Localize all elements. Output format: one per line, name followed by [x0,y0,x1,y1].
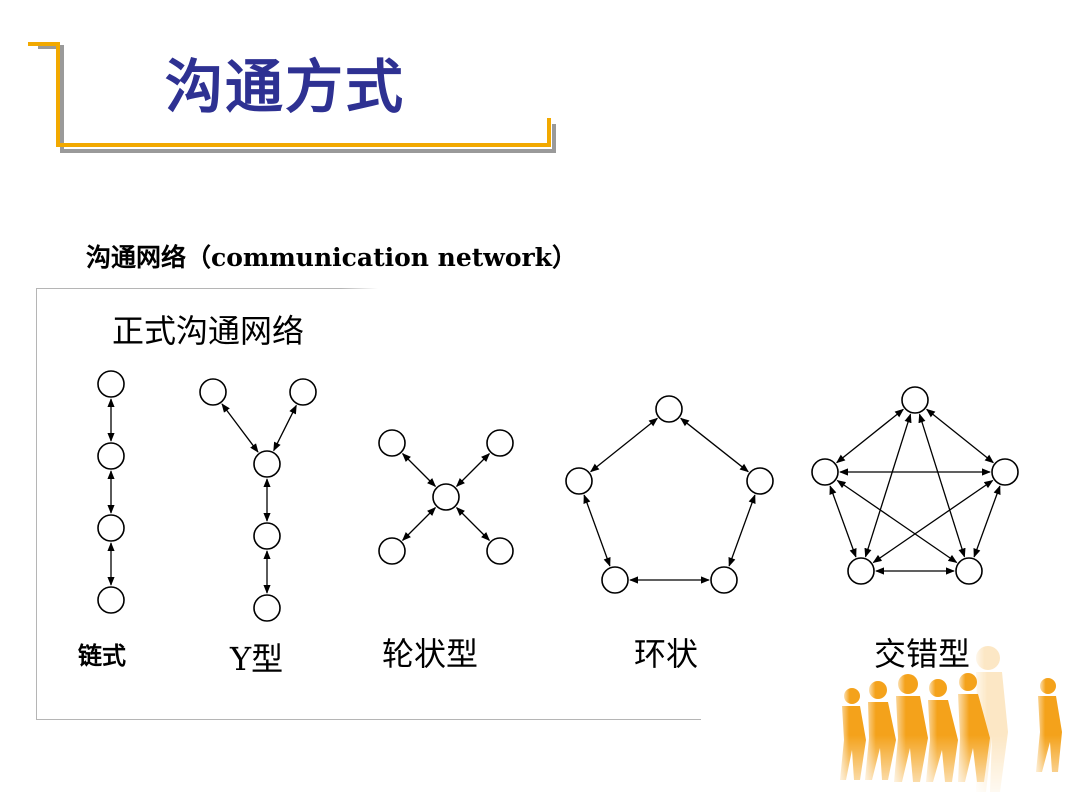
wheel-edge [401,506,437,542]
all-channel-node [901,386,929,414]
label-chain-network: 链式 [78,642,126,670]
section-subtitle: 沟通网络（communication network） [86,243,577,272]
circle-edge [583,494,611,567]
y-node [253,450,281,478]
wheel-edge [401,452,437,488]
all-channel-edge [836,408,904,464]
circle-edge [680,417,749,473]
all-channel-edge [973,485,1001,558]
label-y-network: Y型 [230,640,284,678]
chain-node [97,514,125,542]
circle-node [710,566,738,594]
circle-node [565,467,593,495]
panel-border-fade [341,286,711,292]
all-channel-edge [918,413,966,558]
slide-title: 沟通方式 [165,53,406,121]
all-channel-edge [829,485,857,558]
all-channel-edge [836,479,958,564]
label-circle-network: 环状 [634,635,699,673]
network-edges [107,398,1001,594]
panel-heading: 正式沟通网络 [112,312,305,350]
circle-edge [728,494,756,567]
y-edge [273,404,297,452]
label-wheel-network: 轮状型 [382,635,479,673]
title-frame [28,42,556,153]
wheel-node [486,537,514,565]
network-nodes [97,370,1019,622]
wheel-node [486,429,514,457]
all-channel-edge [926,408,994,464]
y-node [289,378,317,406]
all-channel-edge [864,413,912,558]
circle-node [746,467,774,495]
all-channel-edge [872,479,994,564]
walking-people-icon [780,646,1080,810]
y-node [253,594,281,622]
all-channel-node [811,458,839,486]
circle-node [655,395,683,423]
wheel-node [378,429,406,457]
label-all-channel-network: 交错型 [874,635,971,673]
wheel-node [378,537,406,565]
chain-node [97,586,125,614]
wheel-node [432,483,460,511]
y-node [253,522,281,550]
chain-node [97,442,125,470]
all-channel-node [955,557,983,585]
all-channel-node [847,557,875,585]
y-node [199,378,227,406]
wheel-edge [455,452,491,488]
y-edge [221,403,259,453]
circle-node [601,566,629,594]
circle-edge [590,417,658,473]
all-channel-node [991,458,1019,486]
wheel-edge [455,506,491,542]
chain-node [97,370,125,398]
